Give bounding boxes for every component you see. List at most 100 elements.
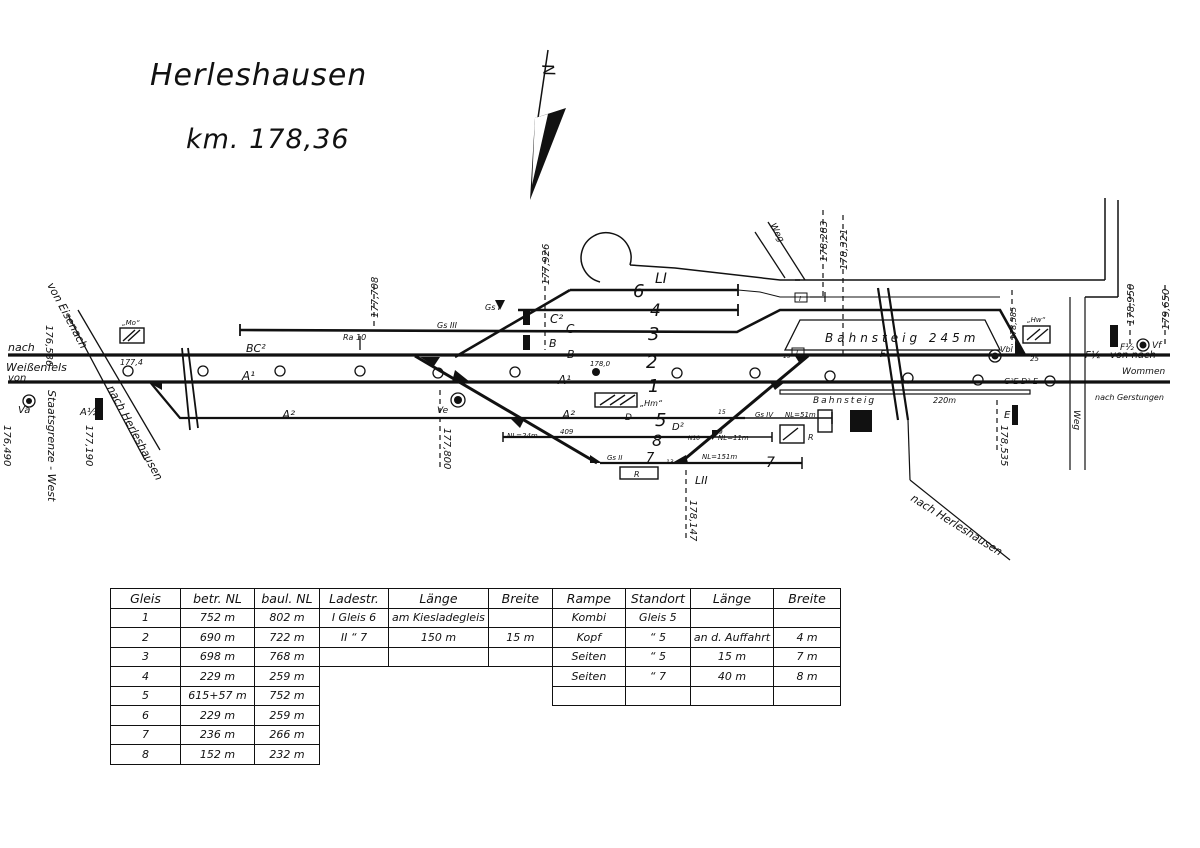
platform-245m xyxy=(783,319,1002,351)
label-25: 25 xyxy=(1030,355,1039,363)
label-weg-north: Weg xyxy=(767,222,785,245)
signal-d2: D² xyxy=(672,422,684,433)
track-number-4: 4 xyxy=(650,301,661,321)
signal-f: F xyxy=(880,349,886,360)
signal-a2-west: A² xyxy=(281,408,295,422)
signal-a1-west: A¹ xyxy=(241,369,255,383)
label-nl11: NL=11m xyxy=(718,434,749,442)
table-cell: 40 m xyxy=(689,666,775,687)
table-header-cell: betr. NL xyxy=(180,588,255,609)
empty-area xyxy=(488,667,552,687)
label-weg-east: Weg xyxy=(1071,410,1081,430)
table-cell: 232 m xyxy=(254,744,320,765)
label-nach-west: nach xyxy=(8,341,35,354)
empty-area xyxy=(690,745,773,765)
table-cell: 259 m xyxy=(254,666,320,687)
label-49: 49 xyxy=(715,429,723,436)
track-3 xyxy=(239,308,1027,356)
table-cell: Kombi xyxy=(551,607,626,628)
empty-area xyxy=(389,706,489,726)
label-nach-herleshausen-east: nach Herleshausen xyxy=(908,492,1004,559)
track-number-7a: 7 xyxy=(646,451,655,466)
table-cell xyxy=(689,685,775,706)
table-cell: 7 m xyxy=(773,646,842,667)
sign-i-platform: I xyxy=(796,349,798,357)
label-19: 19 xyxy=(783,353,791,360)
building-g xyxy=(779,424,805,444)
table-cell xyxy=(551,685,626,706)
empty-area xyxy=(320,686,389,706)
empty-area xyxy=(625,706,690,726)
label-nl151: NL=151m xyxy=(702,453,737,461)
table-cell: 698 m xyxy=(180,646,255,667)
empty-area xyxy=(625,745,690,765)
label-staatsgrenze: Staatsgrenze - West xyxy=(45,390,58,502)
km-1780: 178,0 xyxy=(590,360,611,368)
table-cell: 259 m xyxy=(254,705,320,726)
label-409: 409 xyxy=(560,428,574,436)
signal-a2-mid: A² xyxy=(561,408,575,422)
signal-ve: Ve xyxy=(437,406,449,416)
table-header-cell: Gleis xyxy=(110,588,181,609)
empty-area xyxy=(389,686,489,706)
table-header-cell: Länge xyxy=(388,588,489,609)
km-177926: 177,926 xyxy=(541,244,552,285)
empty-area xyxy=(488,725,552,745)
table-cell: 5 xyxy=(110,685,181,706)
empty-area xyxy=(320,667,389,687)
empty-area xyxy=(552,706,625,726)
km-176490: 176,490 xyxy=(1,425,12,466)
table-cell: 4 m xyxy=(773,627,842,648)
empty-area xyxy=(488,706,552,726)
signal-a-half: A½ xyxy=(79,406,97,418)
label-gs3: Gs III xyxy=(437,321,458,330)
empty-area xyxy=(552,725,625,745)
track-number-1: 1 xyxy=(648,376,659,397)
table-cell: 236 m xyxy=(180,724,255,745)
table-cell: 752 m xyxy=(180,607,255,628)
building-e xyxy=(850,410,872,432)
table-cell: am Kiesladegleis xyxy=(388,607,489,628)
km-178585: 178,585 xyxy=(1009,307,1018,340)
table-cell: 152 m xyxy=(180,744,255,765)
signal-d: D xyxy=(625,413,632,423)
track-number-8: 8 xyxy=(652,431,662,450)
signal-bc2: BC² xyxy=(246,342,266,355)
table-header-cell: Standort xyxy=(624,588,691,609)
label-nl24: NL=24m xyxy=(507,432,538,440)
table-header-cell: Länge xyxy=(689,588,775,609)
km-177800: 177,800 xyxy=(441,428,452,469)
table-cell: 615+57 m xyxy=(180,685,255,706)
table-cell xyxy=(487,646,553,667)
table-cell: an d. Auffahrt xyxy=(689,627,775,648)
empty-area xyxy=(389,725,489,745)
label-n10: N10 xyxy=(688,435,700,442)
table-header-cell: Breite xyxy=(487,588,553,609)
km-178147: 178,147 xyxy=(687,500,698,542)
km-178283: 178,283 xyxy=(819,221,830,262)
signal-vf: Vf xyxy=(1152,341,1163,351)
km-178950: 178,950 xyxy=(1126,284,1137,325)
table-cell: 4 xyxy=(110,666,181,687)
km-178535: 178,535 xyxy=(998,425,1009,466)
signal-e: E xyxy=(1004,410,1011,421)
empty-area xyxy=(320,725,389,745)
station-km: km. 178,36 xyxy=(186,124,350,155)
track-number-3: 3 xyxy=(648,324,659,345)
empty-area xyxy=(488,745,552,765)
tracks xyxy=(8,198,1170,561)
km-179650: 179,650 xyxy=(1161,289,1172,330)
label-15: 15 xyxy=(718,409,726,416)
table-header-cell: baul. NL xyxy=(254,588,320,609)
label-13: 13 xyxy=(666,459,674,466)
table-cell: 752 m xyxy=(254,685,320,706)
track-number-2: 2 xyxy=(646,352,657,373)
label-l2: LII xyxy=(695,474,708,487)
